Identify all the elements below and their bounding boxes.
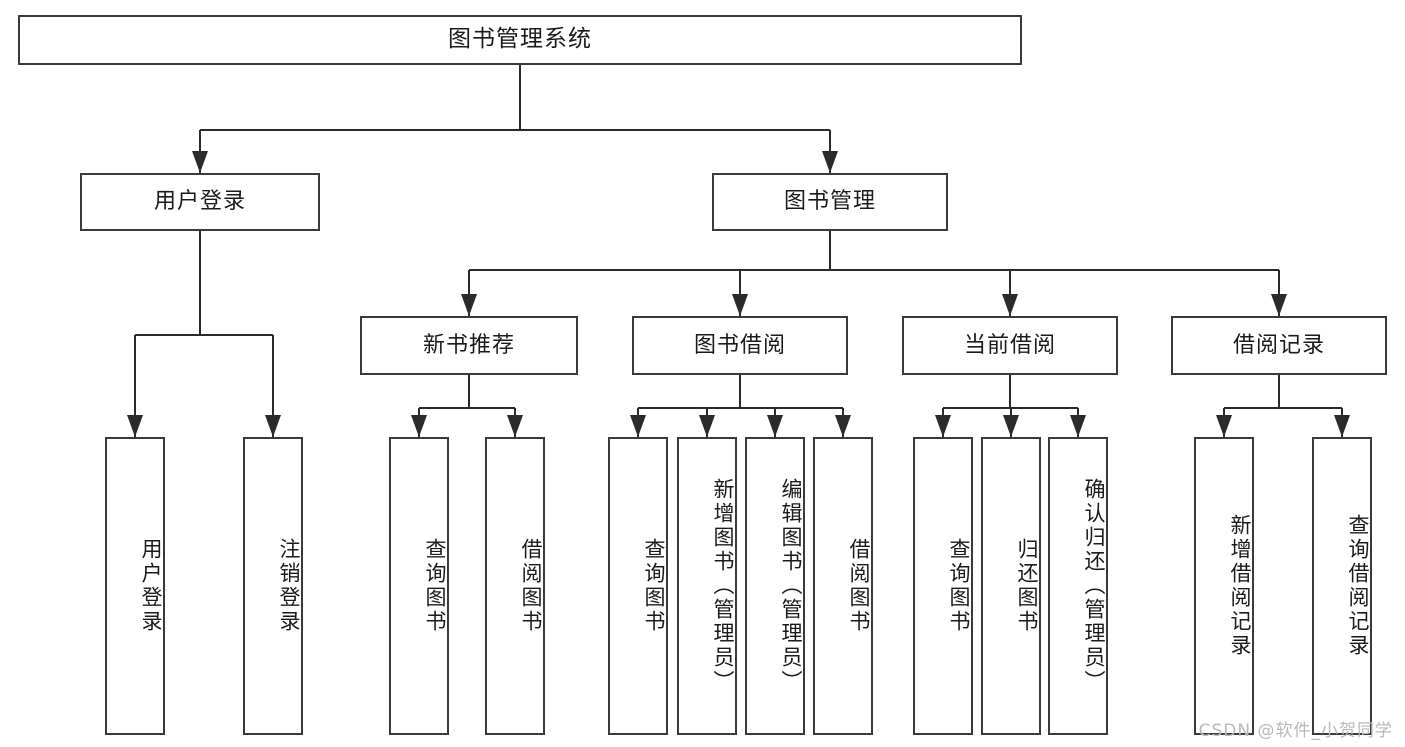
node-label: 图书借阅	[693, 332, 786, 358]
node-leaf-bb-query[interactable]: 查询图书	[608, 437, 668, 735]
node-label: 新书推荐	[422, 332, 515, 358]
arrowhead	[1070, 415, 1086, 437]
node-leaf-user-login[interactable]: 用户登录	[105, 437, 165, 735]
node-label: 新增图书（管理员）	[711, 478, 735, 694]
node-label: 用户登录	[153, 189, 246, 215]
node-leaf-cb-confirm[interactable]: 确认归还（管理员）	[1048, 437, 1108, 735]
arrowhead	[630, 415, 646, 437]
arrowhead	[767, 415, 783, 437]
arrowhead	[699, 415, 715, 437]
node-book-manage[interactable]: 图书管理	[712, 173, 948, 231]
node-leaf-bb-edit[interactable]: 编辑图书（管理员）	[745, 437, 805, 735]
node-book-borrow[interactable]: 图书借阅	[632, 316, 848, 375]
arrowhead	[1271, 294, 1287, 316]
node-current-borrow[interactable]: 当前借阅	[902, 316, 1118, 375]
node-label: 借阅图书	[519, 538, 543, 634]
arrowhead	[127, 415, 143, 437]
node-label: 查询借阅记录	[1346, 514, 1370, 658]
arrowhead	[732, 294, 748, 316]
node-label: 借阅记录	[1232, 332, 1325, 358]
node-leaf-bb-borrow[interactable]: 借阅图书	[813, 437, 873, 735]
node-leaf-cb-query[interactable]: 查询图书	[913, 437, 973, 735]
node-label: 图书管理系统	[448, 26, 592, 53]
node-label: 当前借阅	[963, 332, 1056, 358]
arrowhead	[935, 415, 951, 437]
node-label: 编辑图书（管理员）	[779, 478, 803, 694]
node-borrow-record[interactable]: 借阅记录	[1171, 316, 1387, 375]
watermark-text: CSDN @软件_小贺同学	[1198, 721, 1393, 741]
arrowhead	[507, 415, 523, 437]
arrowhead	[265, 415, 281, 437]
node-label: 借阅图书	[847, 538, 871, 634]
node-leaf-bb-add[interactable]: 新增图书（管理员）	[677, 437, 737, 735]
node-leaf-br-add[interactable]: 新增借阅记录	[1194, 437, 1254, 735]
arrowhead	[1334, 415, 1350, 437]
node-leaf-user-logout[interactable]: 注销登录	[243, 437, 303, 735]
node-leaf-rec-borrow[interactable]: 借阅图书	[485, 437, 545, 735]
arrowhead	[1003, 415, 1019, 437]
node-label: 归还图书	[1015, 538, 1039, 634]
node-leaf-cb-return[interactable]: 归还图书	[981, 437, 1041, 735]
arrowhead	[1216, 415, 1232, 437]
arrowhead	[461, 294, 477, 316]
arrowhead	[411, 415, 427, 437]
node-leaf-rec-query[interactable]: 查询图书	[389, 437, 449, 735]
node-root[interactable]: 图书管理系统	[18, 15, 1022, 65]
arrowhead	[1002, 294, 1018, 316]
arrowhead	[192, 151, 208, 173]
node-label: 查询图书	[642, 538, 666, 634]
node-label: 图书管理	[783, 189, 876, 215]
node-new-book-rec[interactable]: 新书推荐	[360, 316, 578, 375]
node-label: 注销登录	[277, 538, 301, 634]
node-label: 用户登录	[139, 538, 163, 634]
node-label: 确认归还（管理员）	[1082, 478, 1106, 694]
node-label: 查询图书	[947, 538, 971, 634]
node-label: 新增借阅记录	[1228, 514, 1252, 658]
node-leaf-br-query[interactable]: 查询借阅记录	[1312, 437, 1372, 735]
arrowhead	[835, 415, 851, 437]
node-label: 查询图书	[423, 538, 447, 634]
arrowhead	[822, 151, 838, 173]
node-user-login[interactable]: 用户登录	[80, 173, 320, 231]
